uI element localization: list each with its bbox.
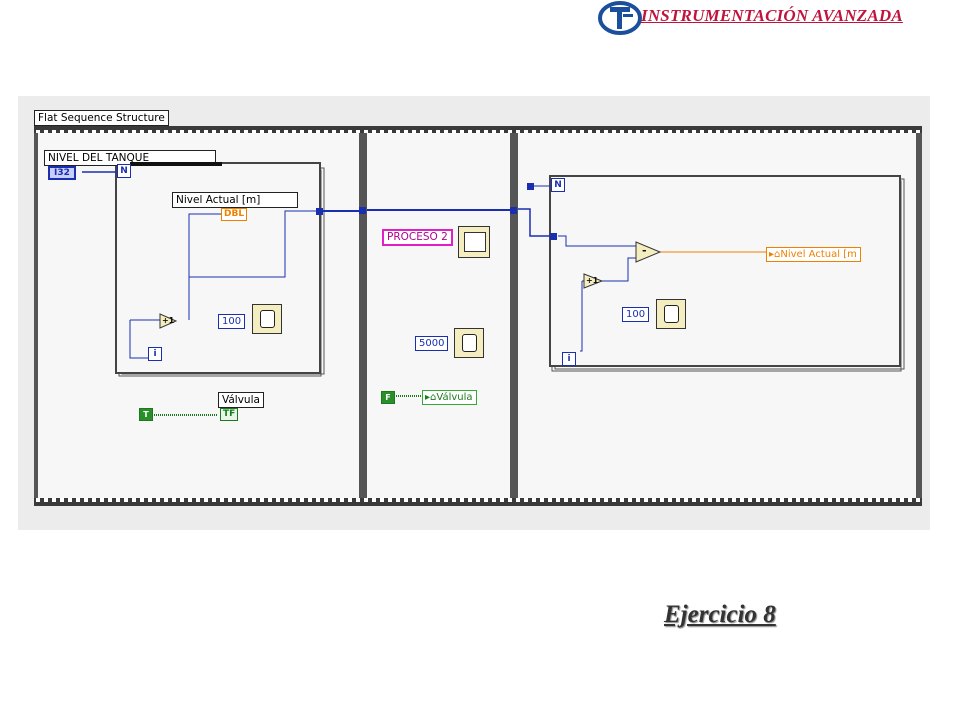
exercise-title: Ejercicio 8 xyxy=(664,601,776,628)
one-button-dialog-icon[interactable] xyxy=(458,226,490,258)
wait-constant-100-b[interactable]: 100 xyxy=(622,307,650,322)
array-bar xyxy=(130,162,222,166)
sequence-tunnel-1 xyxy=(359,207,366,214)
dbl-indicator[interactable]: DBL xyxy=(221,208,248,221)
increment-label: +1 xyxy=(162,316,175,325)
valve-local-variable[interactable]: ▸⌂Válvula xyxy=(422,390,477,405)
iteration-terminal-2: i xyxy=(562,352,576,366)
sequence-tunnel-2 xyxy=(510,207,517,214)
iteration-terminal: i xyxy=(148,347,162,361)
wait-ms-icon-3[interactable] xyxy=(656,299,686,329)
level-indicator-label: Nivel Actual [m] xyxy=(172,192,298,208)
false-constant[interactable]: F xyxy=(381,391,395,404)
wait-constant-5000[interactable]: 5000 xyxy=(415,336,449,351)
wire-junction xyxy=(527,183,534,190)
film-strip-top xyxy=(34,126,922,133)
true-constant[interactable]: T xyxy=(139,408,153,421)
block-diagram-canvas: Flat Sequence Structure NIVEL DEL TANQUE… xyxy=(18,96,930,530)
film-strip-bottom xyxy=(34,498,922,506)
wait-constant-100[interactable]: 100 xyxy=(218,314,246,329)
header-title: INSTRUMENTACIÓN AVANZADA xyxy=(641,6,903,25)
valve-label: Válvula xyxy=(218,392,264,408)
tunnel-node-3 xyxy=(550,233,557,240)
wait-ms-icon-2[interactable] xyxy=(454,328,484,358)
level-local-variable[interactable]: ▸⌂Nivel Actual [m xyxy=(766,247,861,262)
faculty-logo-icon xyxy=(598,1,642,35)
valve-indicator[interactable]: TF xyxy=(220,408,239,421)
string-constant[interactable]: PROCESO 2 xyxy=(382,229,453,246)
loop-count-terminal-2[interactable]: N xyxy=(551,178,565,192)
tunnel-node xyxy=(316,208,323,215)
i32-control[interactable]: I32 xyxy=(48,166,76,180)
loop-count-terminal[interactable]: N xyxy=(117,164,131,178)
subtract-label: - xyxy=(642,244,647,257)
wait-ms-icon[interactable] xyxy=(252,304,282,334)
increment-label-2: +1 xyxy=(586,276,599,285)
flat-sequence-label: Flat Sequence Structure xyxy=(34,110,169,126)
